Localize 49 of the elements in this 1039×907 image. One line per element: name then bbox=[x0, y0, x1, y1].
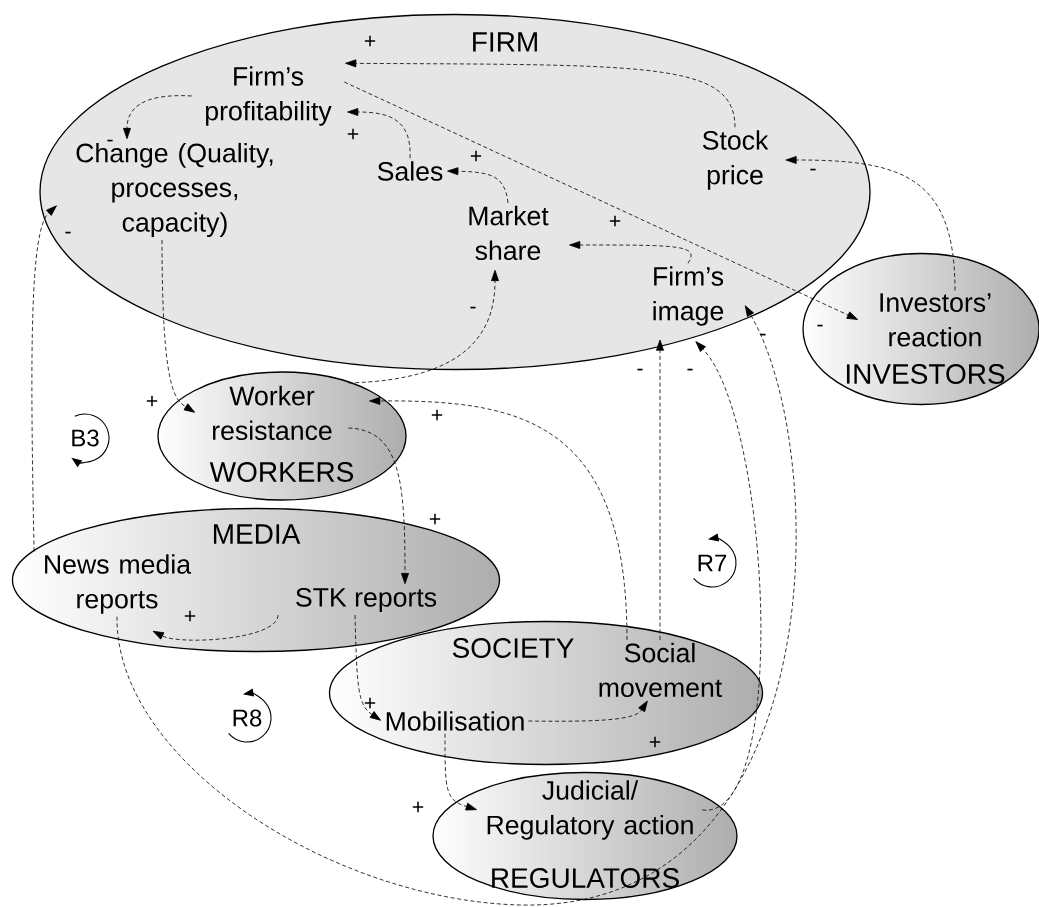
polarity-sign: - bbox=[65, 231, 71, 234]
variable-text: STK reports bbox=[296, 587, 437, 613]
arrow bbox=[152, 614, 279, 641]
polarity-sign: - bbox=[817, 324, 823, 327]
variable-text: Market share bbox=[469, 205, 549, 261]
arrow bbox=[161, 239, 196, 413]
arrow bbox=[345, 59, 736, 128]
polarity-sign: + bbox=[146, 395, 158, 407]
variable-text: Firm’s profitability bbox=[206, 66, 332, 126]
arrow bbox=[527, 700, 648, 722]
variable-text: Mobilisation bbox=[386, 711, 524, 731]
arrow bbox=[695, 341, 762, 811]
arrow bbox=[444, 733, 477, 811]
variable-text: Firm’s image bbox=[653, 266, 724, 326]
variable-text: Stock price bbox=[702, 130, 769, 190]
variable-text: Worker resistance bbox=[213, 385, 332, 441]
polarity-sign: + bbox=[184, 610, 196, 622]
polarity-sign: + bbox=[609, 215, 621, 227]
polarity-sign: - bbox=[637, 368, 643, 371]
arrow bbox=[656, 339, 664, 641]
polarity-sign: + bbox=[431, 409, 443, 421]
polarity-sign: + bbox=[347, 128, 359, 140]
polarity-sign: - bbox=[687, 368, 693, 371]
polarity-sign: + bbox=[364, 697, 376, 709]
polarity-sign: - bbox=[470, 306, 476, 309]
arrow bbox=[369, 396, 628, 641]
polarity-sign: + bbox=[412, 801, 424, 813]
variable-text: Investors’ reaction bbox=[880, 293, 991, 347]
polarity-sign: + bbox=[470, 150, 482, 162]
arrow bbox=[347, 108, 411, 159]
variable-text: Judicial/ Regulatory action bbox=[487, 780, 693, 840]
arrow bbox=[569, 241, 692, 264]
arrow bbox=[447, 167, 509, 204]
arrow bbox=[347, 427, 409, 585]
arrow bbox=[116, 305, 797, 906]
polarity-sign: + bbox=[429, 513, 441, 525]
polarity-sign: - bbox=[760, 333, 766, 336]
arrow bbox=[354, 614, 381, 721]
arrow bbox=[123, 95, 193, 140]
arrow bbox=[343, 81, 858, 320]
arrow bbox=[31, 205, 57, 552]
arrow bbox=[785, 156, 956, 291]
variable-text: Sales bbox=[377, 161, 443, 181]
polarity-sign: + bbox=[364, 35, 376, 47]
variable-text: Change (Quality, processes, capacity) bbox=[76, 142, 273, 238]
variable-text: Social movement bbox=[599, 642, 723, 698]
polarity-sign: - bbox=[107, 139, 113, 142]
polarity-sign: - bbox=[810, 168, 816, 171]
polarity-sign: + bbox=[649, 736, 661, 748]
